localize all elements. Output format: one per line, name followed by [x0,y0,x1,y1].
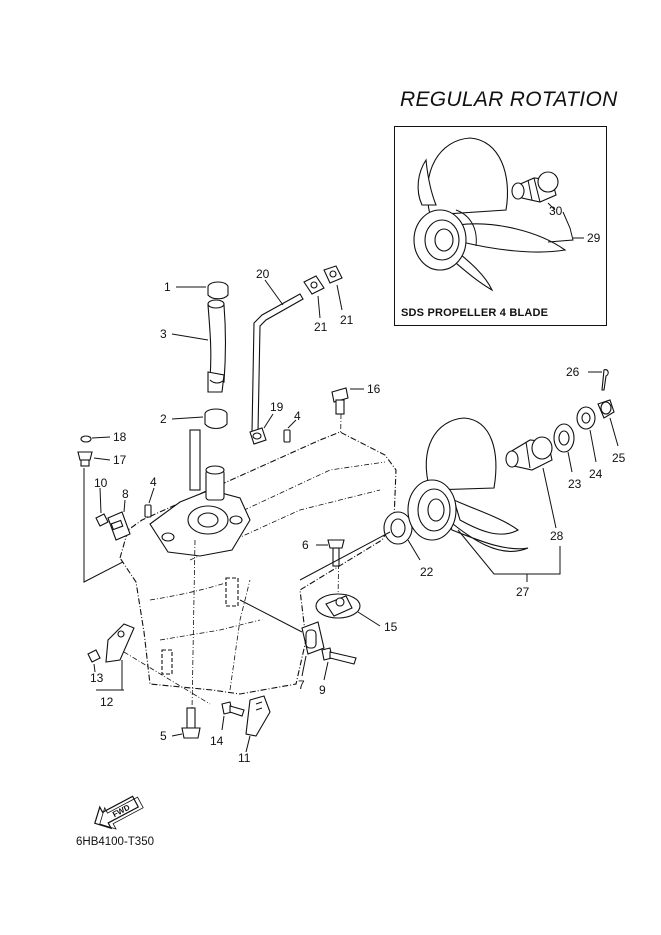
part-24-washer [576,406,596,430]
part-8-anode [107,511,131,541]
callout-16: 16 [367,382,381,396]
part-4-dowel-pin-upper [283,429,291,443]
part-2-seal [204,408,228,430]
fwd-arrow-icon: FWD [94,795,144,830]
callout-25: 25 [612,451,626,465]
part-17-screw [77,451,93,467]
part-9-bolt [321,647,357,665]
callout-28: 28 [550,529,564,543]
part-5-bolt [181,707,201,739]
callout-11: 11 [238,751,251,765]
callout-23: 23 [568,477,582,491]
callout-24: 24 [589,467,603,481]
inset-spacer-30 [511,171,559,203]
callout-7: 7 [298,678,305,692]
inset-label: SDS PROPELLER 4 BLADE [401,307,549,319]
callout-27: 27 [516,585,530,599]
callout-6: 6 [302,538,309,552]
callout-3: 3 [160,327,167,341]
callout-17: 17 [113,453,127,467]
callout-8: 8 [122,487,129,501]
callout-21a: 21 [314,320,328,334]
part-21-clip-a [303,275,325,295]
part-25-nut [597,399,615,419]
callout-29: 29 [587,231,601,245]
part-12-anode [105,623,135,663]
part-18-o-ring [80,435,92,443]
part-10-bolt [95,513,109,527]
callout-4b: 4 [150,475,157,489]
part-27-propeller [407,417,529,552]
part-7-anode [301,621,325,655]
callout-5: 5 [160,729,167,743]
callout-21b: 21 [340,313,354,327]
callout-18: 18 [113,430,127,444]
part-13-nut [87,649,101,663]
callout-14: 14 [210,734,224,748]
callout-10: 10 [94,476,108,490]
part-22-thrust-washer [383,511,413,545]
callout-1: 1 [164,280,171,294]
callout-19: 19 [270,400,284,414]
part-23-washer [553,423,575,453]
diagram-code: 6HB4100-T350 [76,836,154,848]
part-11-cover [245,695,271,737]
callout-4a: 4 [294,409,301,423]
callout-13: 13 [90,671,104,685]
callout-22: 22 [420,565,434,579]
part-21-clip-b [323,265,343,284]
part-6-bolt [327,539,345,567]
part-16-bolt [331,387,349,415]
callout-26: 26 [566,365,580,379]
part-19-collar [249,427,267,445]
diagram-title: REGULAR ROTATION [400,88,618,111]
part-28-spacer [505,436,553,471]
inset-sds-propeller: SDS PROPELLER 4 BLADE [394,126,607,326]
part-3-water-tube [207,299,227,393]
callout-12: 12 [100,695,114,709]
callout-20: 20 [256,267,270,281]
part-4-dowel-pin-lower [144,504,152,518]
callout-2: 2 [160,412,167,426]
lower-casing [119,429,397,711]
part-15-trim-tab [315,593,361,619]
inset-propeller-4-blade [413,137,567,292]
callout-15: 15 [384,620,398,634]
part-1-grommet [207,281,229,300]
callout-9: 9 [319,683,326,697]
part-14-bolt [221,701,245,717]
part-26-cotter-pin [601,369,609,391]
